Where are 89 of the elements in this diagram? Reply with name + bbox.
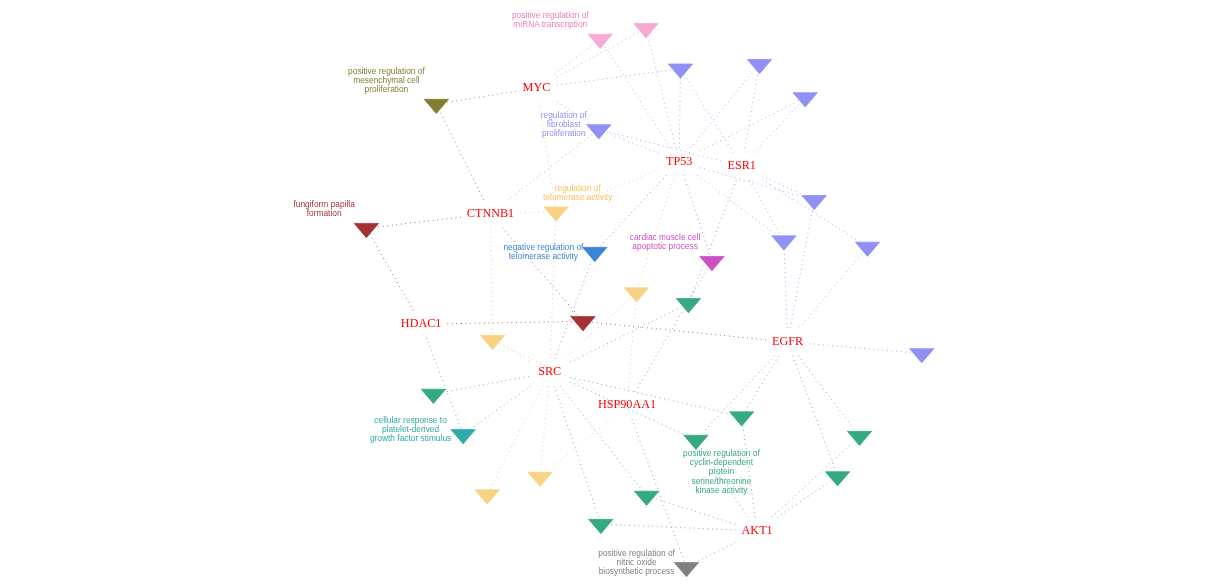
node-chevron (450, 429, 476, 445)
connector (761, 175, 804, 196)
node-chevron (728, 411, 754, 427)
node-text: SRC (537, 364, 561, 379)
node-label: positive regulation of nitric oxide biosynthetic process (597, 548, 675, 577)
node-chevron (587, 33, 613, 49)
connector (652, 497, 736, 525)
connector (569, 381, 686, 436)
node-label: regulation of fibroblast proliferation (540, 110, 587, 139)
connector (696, 174, 778, 237)
connector (589, 321, 766, 341)
node-chevron (673, 562, 699, 578)
connector (741, 424, 756, 518)
node-label: fungiform papilla formation (292, 199, 355, 219)
node-chevron (854, 241, 880, 257)
node-chevron (908, 348, 934, 364)
connector (646, 35, 676, 149)
node-chevron (353, 223, 379, 239)
connector (442, 375, 529, 393)
connector (563, 296, 632, 360)
node-chevron (633, 490, 659, 506)
node-chevron (474, 489, 500, 505)
node-chevron (623, 287, 649, 303)
connector (797, 355, 856, 432)
connector (553, 42, 596, 75)
node-chevron (423, 98, 449, 114)
connector (798, 251, 864, 329)
connector (789, 207, 813, 329)
node-label: regulation of telomerase activity (542, 182, 612, 202)
node-label: cardiac muscle cell apoptotic process (629, 232, 700, 252)
node-chevron (585, 124, 611, 140)
connector (556, 69, 674, 86)
connector (425, 337, 462, 430)
node-chevron (527, 471, 553, 487)
connector (559, 385, 643, 492)
node-chevron (824, 471, 850, 487)
node-label: positive regulation of cyclin-dependent protein serine/threonine kinase activity (682, 448, 760, 495)
node-text: AKT1 (741, 522, 773, 537)
connector (553, 385, 600, 520)
connector (602, 44, 671, 149)
connector (566, 169, 659, 208)
connector (519, 211, 548, 214)
connector (634, 266, 709, 393)
connector (501, 227, 579, 318)
node-chevron (698, 256, 724, 272)
node-chevron (542, 206, 569, 222)
node-chevron (792, 92, 818, 108)
node-chevron (846, 430, 872, 446)
node-chevron (746, 59, 772, 75)
connector (761, 179, 861, 243)
node-text: HDAC1 (400, 316, 441, 331)
node-chevron (420, 388, 446, 404)
node-label: negative regulation of telomerase activity (502, 242, 583, 262)
node-text: HSP90AA1 (597, 397, 656, 412)
node-text: TP53 (665, 153, 692, 168)
node-chevron (675, 298, 701, 314)
node-chevron (682, 434, 708, 450)
connector (698, 99, 800, 152)
connector (468, 385, 531, 431)
connector (698, 167, 804, 198)
node-chevron (667, 63, 693, 79)
connector (368, 233, 414, 311)
node-label: positive regulation of mesenchymal cell proliferation (347, 65, 425, 95)
connector (604, 131, 659, 154)
connector (598, 174, 667, 248)
connector (539, 385, 549, 473)
node-chevron (632, 23, 658, 39)
node-chevron (587, 519, 613, 534)
connector (604, 130, 721, 162)
node-text: MYC (522, 79, 550, 94)
connector (507, 132, 594, 201)
connector (631, 418, 685, 563)
node-text: CTNNB1 (466, 205, 514, 220)
node-text: EGFR (771, 333, 803, 348)
connector (683, 73, 734, 153)
connector (753, 101, 801, 153)
node-chevron (801, 195, 827, 211)
connector (689, 179, 737, 299)
node-chevron (770, 235, 796, 251)
node-chevron (479, 335, 505, 350)
connector (497, 342, 599, 393)
node-text: ESR1 (726, 158, 756, 173)
node-label: positive regulation of miRNA transcription (511, 9, 589, 29)
connector (488, 385, 543, 491)
connector (699, 355, 775, 436)
connector (682, 175, 711, 257)
connector (694, 541, 736, 564)
node-chevron (569, 316, 596, 332)
node-label: cellular response to platelet-derived growth factor stimulus (369, 415, 451, 444)
